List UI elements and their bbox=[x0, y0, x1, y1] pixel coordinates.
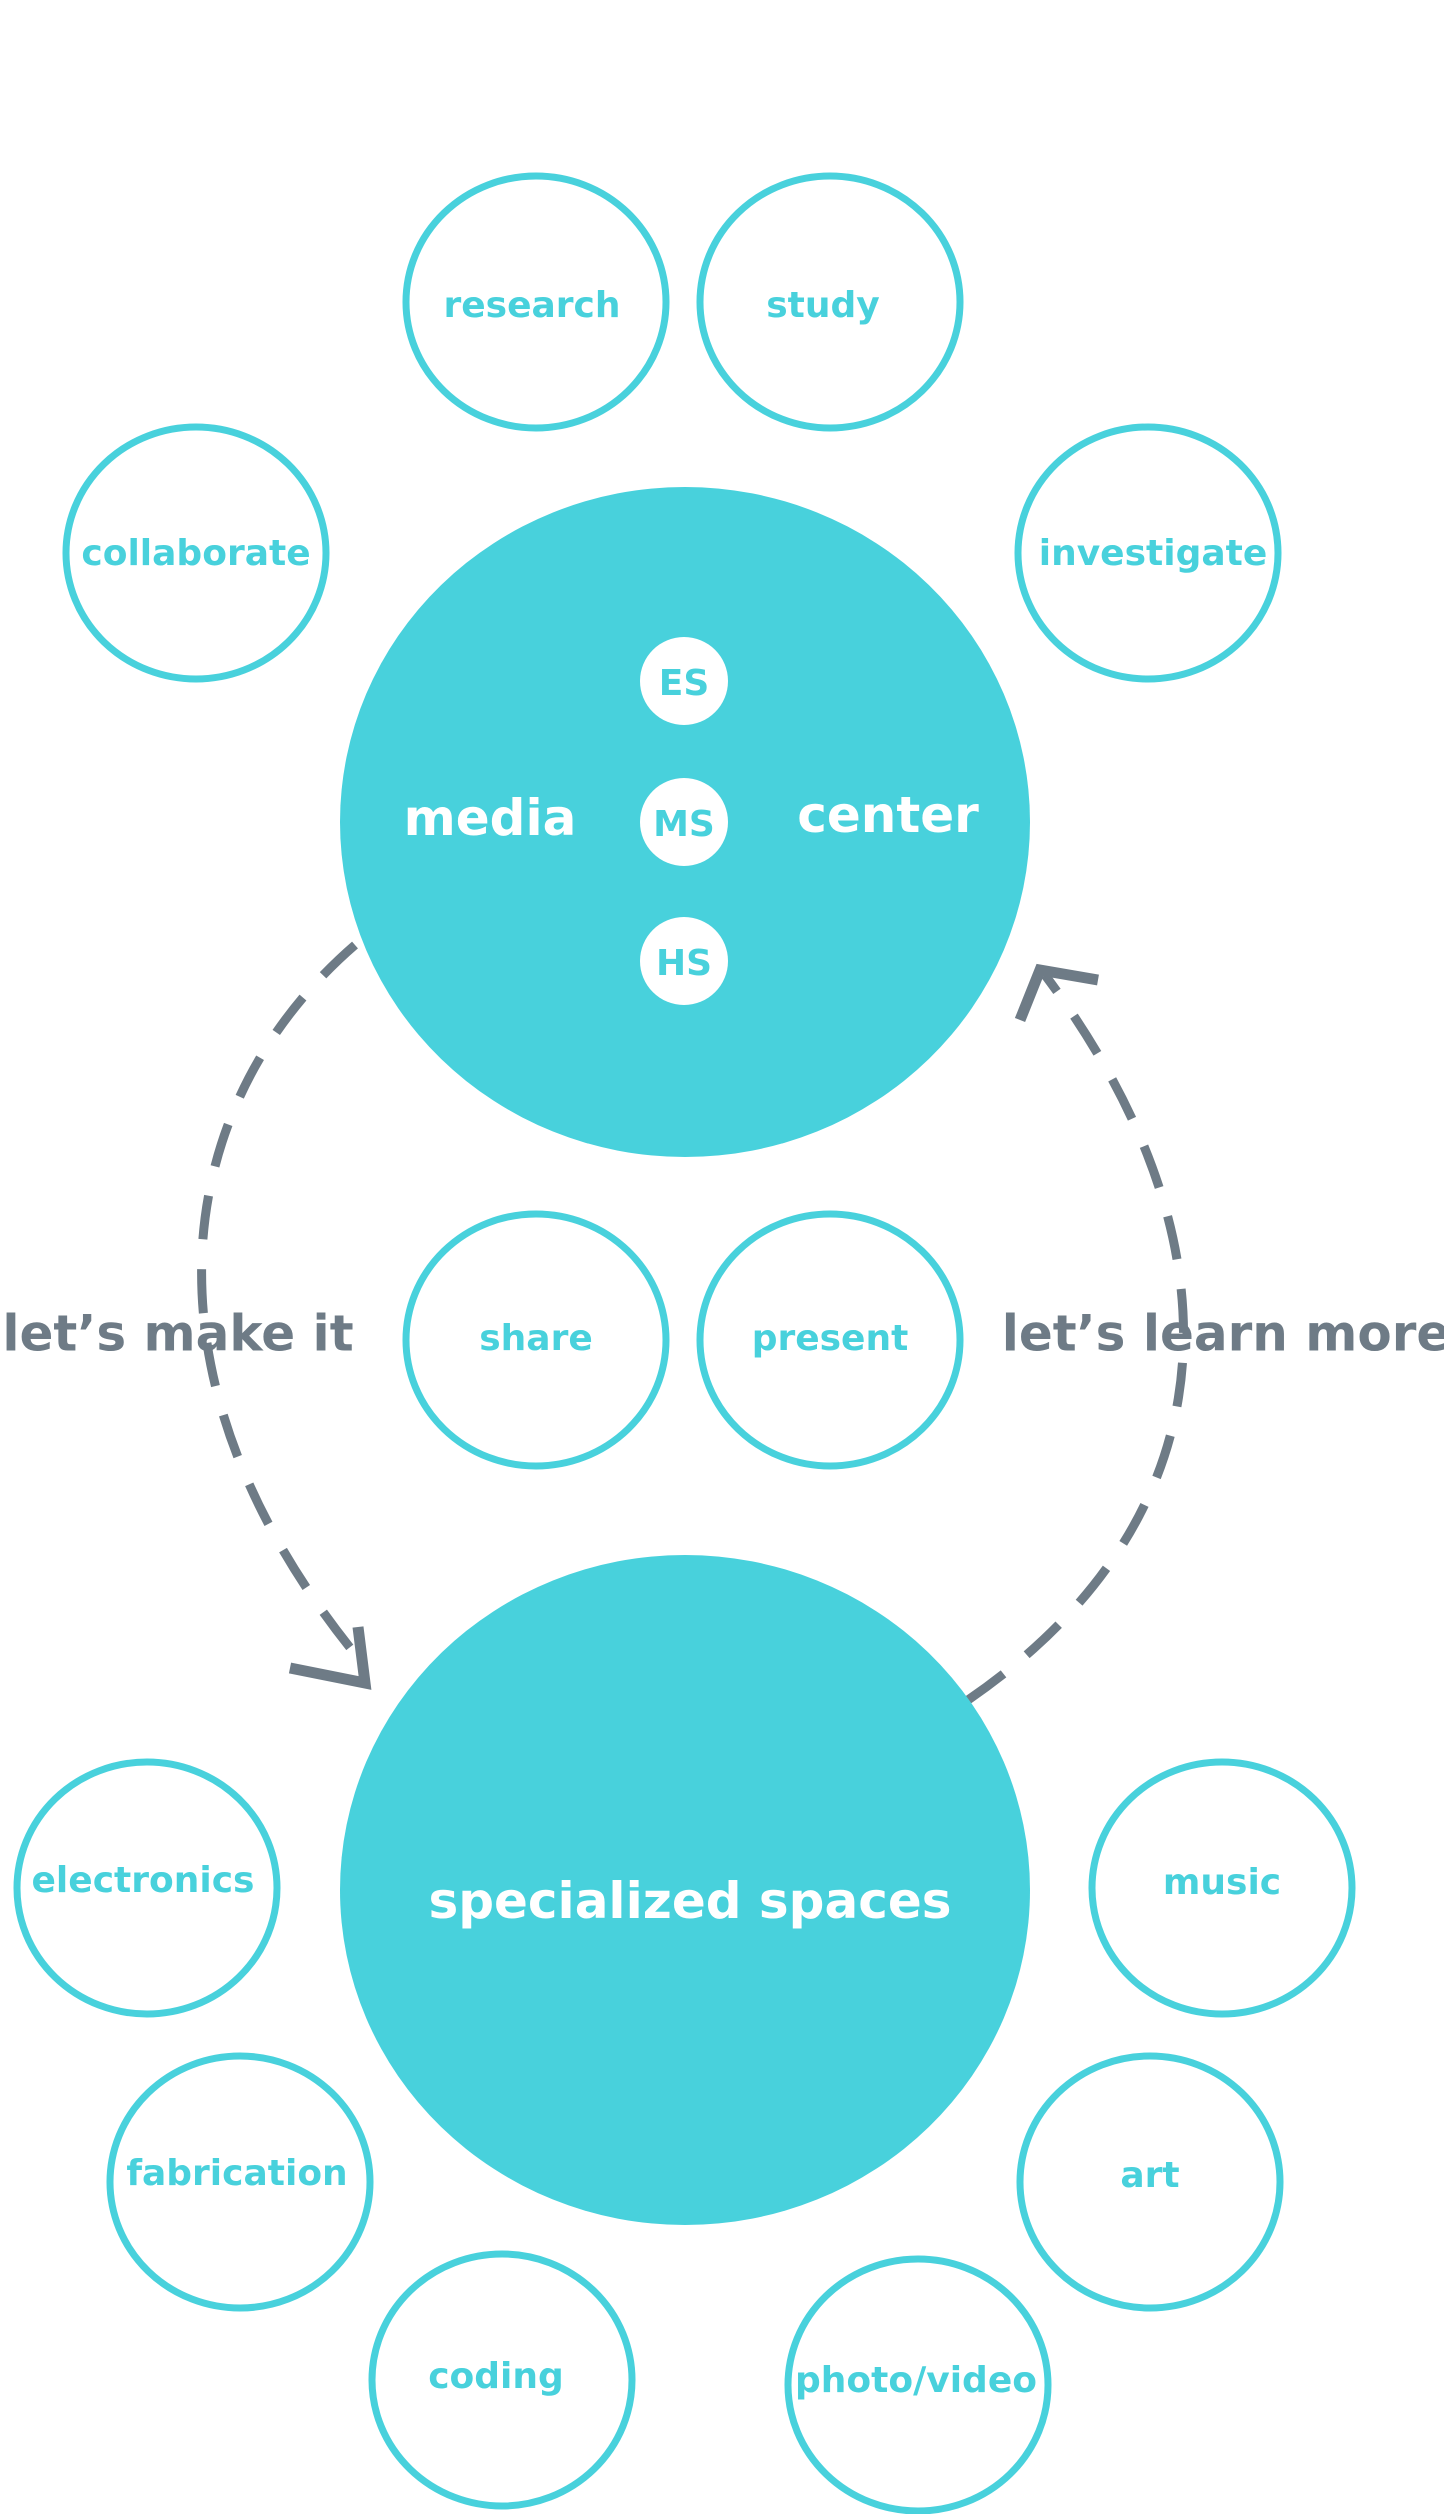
make-it-arrow bbox=[197, 941, 372, 1690]
space-coding-label: coding bbox=[428, 2356, 564, 2397]
specialized-spaces-circle bbox=[340, 1555, 1030, 2225]
activity-present-label: present bbox=[752, 1318, 909, 1359]
level-hs-circle bbox=[640, 917, 728, 1005]
space-fabrication: fabrication bbox=[106, 2052, 374, 2312]
center-word: center bbox=[797, 786, 979, 844]
activity-research-label: research bbox=[443, 285, 620, 326]
activity-study: study bbox=[696, 172, 964, 432]
space-photo-video: photo/video bbox=[784, 2255, 1052, 2514]
activity-study-circle bbox=[696, 172, 964, 432]
learn-more-arrow bbox=[965, 963, 1189, 1704]
level-ms: MS bbox=[640, 778, 728, 866]
activity-collaborate-circle bbox=[62, 423, 330, 683]
level-ms-label: MS bbox=[653, 804, 715, 845]
activity-collaborate: collaborate bbox=[62, 423, 330, 683]
activity-collaborate-label: collaborate bbox=[81, 533, 310, 574]
media-word: media bbox=[404, 789, 577, 847]
level-es: ES bbox=[640, 637, 728, 725]
activity-study-label: study bbox=[766, 285, 880, 326]
learn-more-arrowhead-icon bbox=[1014, 963, 1099, 1023]
activity-research-circle bbox=[402, 172, 670, 432]
media-center-node: media center ES MS HS bbox=[340, 487, 1030, 1157]
space-art-label: art bbox=[1120, 2155, 1179, 2196]
specialized-spaces-label: specialized spaces bbox=[428, 1872, 951, 1930]
space-photo-video-label: photo/video bbox=[795, 2360, 1037, 2401]
activity-investigate: investigate bbox=[1014, 423, 1282, 683]
space-music-circle bbox=[1088, 1758, 1356, 2018]
make-it-arrowhead-icon bbox=[288, 1626, 372, 1690]
space-music-label: music bbox=[1163, 1862, 1281, 1903]
space-electronics-circle bbox=[13, 1758, 281, 2018]
make-it-label: let’s make it bbox=[2, 1305, 353, 1363]
level-es-label: ES bbox=[659, 663, 710, 704]
space-electronics-label: electronics bbox=[32, 1860, 255, 1901]
space-photo-video-circle bbox=[784, 2255, 1052, 2514]
make-it-arrow-path bbox=[197, 941, 364, 1663]
activity-investigate-circle bbox=[1014, 423, 1282, 683]
activity-share-label: share bbox=[479, 1318, 593, 1359]
level-hs: HS bbox=[640, 917, 728, 1005]
activity-research: research bbox=[402, 172, 670, 432]
space-coding-circle bbox=[368, 2250, 636, 2510]
level-ms-circle bbox=[640, 778, 728, 866]
learn-more-label: let’s learn more bbox=[1002, 1305, 1444, 1363]
activity-present-circle bbox=[696, 1210, 964, 1470]
space-art: art bbox=[1016, 2052, 1284, 2312]
activity-share: share bbox=[402, 1210, 670, 1470]
activity-share-circle bbox=[402, 1210, 670, 1470]
activity-investigate-label: investigate bbox=[1039, 533, 1268, 574]
space-fabrication-circle bbox=[106, 2052, 374, 2312]
space-art-circle bbox=[1016, 2052, 1284, 2312]
learn-more-arrow-path bbox=[965, 972, 1189, 1704]
space-electronics: electronics bbox=[13, 1758, 281, 2018]
space-coding: coding bbox=[368, 2250, 636, 2510]
level-es-circle bbox=[640, 637, 728, 725]
specialized-spaces-node: specialized spaces bbox=[340, 1555, 1030, 2225]
level-hs-label: HS bbox=[656, 943, 712, 984]
space-music: music bbox=[1088, 1758, 1356, 2018]
activity-present: present bbox=[696, 1210, 964, 1470]
space-fabrication-label: fabrication bbox=[126, 2153, 347, 2194]
